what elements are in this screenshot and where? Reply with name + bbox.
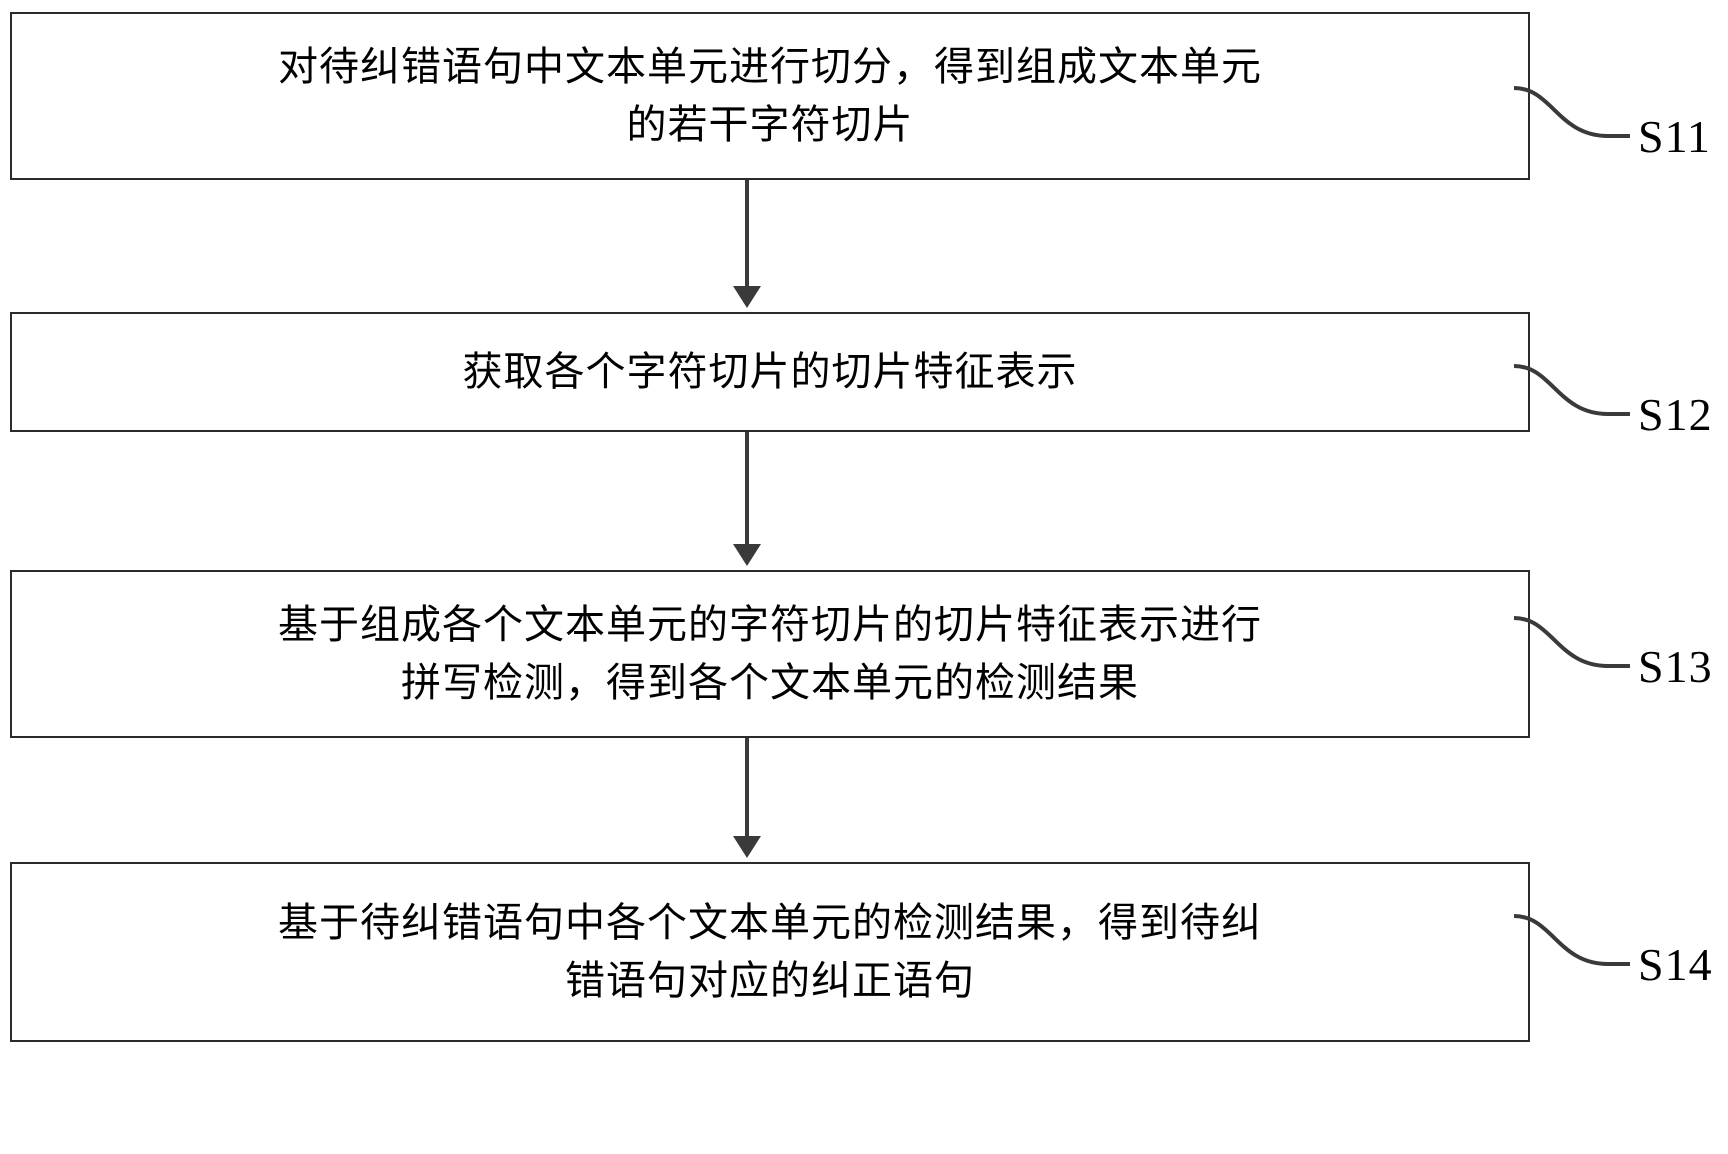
step-box-s12: 获取各个字符切片的切片特征表示 (10, 312, 1530, 432)
arrow-head-s12-s13 (733, 544, 761, 566)
step-box-s13: 基于组成各个文本单元的字符切片的切片特征表示进行 拼写检测，得到各个文本单元的检… (10, 570, 1530, 738)
step-label-s12: S12 (1638, 389, 1713, 440)
step-text-s11: 对待纠错语句中文本单元进行切分，得到组成文本单元 的若干字符切片 (278, 44, 1262, 147)
step-label-s11: S11 (1638, 111, 1711, 162)
step-text-s14: 基于待纠错语句中各个文本单元的检测结果，得到待纠 错语句对应的纠正语句 (278, 900, 1262, 1003)
connector-s13-s14 (745, 738, 749, 838)
connector-s12-s13 (745, 432, 749, 546)
arrow-head-s11-s12 (733, 286, 761, 308)
step-label-s14: S14 (1638, 939, 1713, 990)
leader-line-s13 (1512, 612, 1632, 682)
connector-s11-s12 (745, 180, 749, 288)
step-box-s14: 基于待纠错语句中各个文本单元的检测结果，得到待纠 错语句对应的纠正语句 (10, 862, 1530, 1042)
step-label-s13: S13 (1638, 641, 1713, 692)
step-text-s13: 基于组成各个文本单元的字符切片的切片特征表示进行 拼写检测，得到各个文本单元的检… (278, 602, 1262, 705)
leader-line-s11 (1512, 82, 1632, 152)
leader-line-s12 (1512, 360, 1632, 430)
arrow-head-s13-s14 (733, 836, 761, 858)
step-box-s11: 对待纠错语句中文本单元进行切分，得到组成文本单元 的若干字符切片 (10, 12, 1530, 180)
leader-line-s14 (1512, 910, 1632, 980)
step-text-s12: 获取各个字符切片的切片特征表示 (462, 349, 1078, 394)
